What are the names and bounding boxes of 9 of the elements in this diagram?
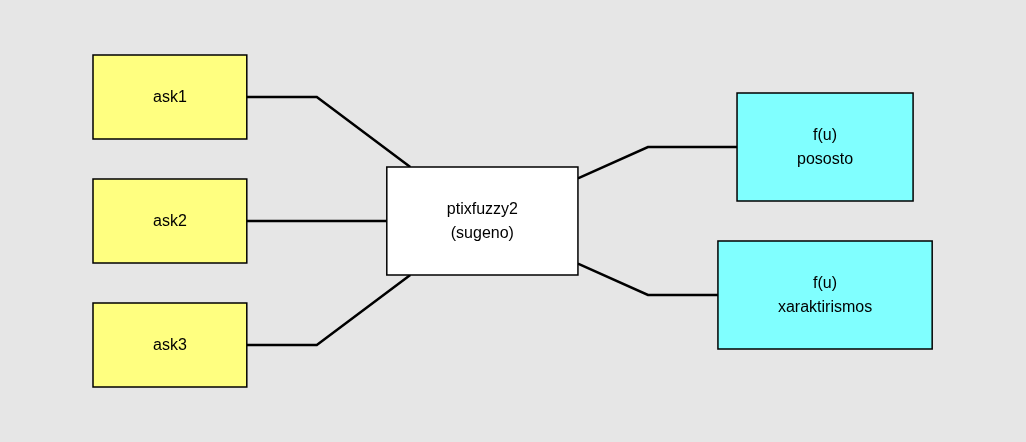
node-box: ask2 — [92, 178, 248, 264]
connector — [247, 274, 412, 347]
node-box: f(u) pososto — [736, 92, 915, 202]
connector — [247, 219, 388, 223]
node-box: ask3 — [92, 302, 248, 388]
connector — [247, 95, 412, 168]
node-box: ask1 — [92, 54, 248, 140]
node-box: f(u) xaraktirismos — [717, 240, 934, 350]
node-box: ptixfuzzy2 (sugeno) — [386, 166, 580, 276]
